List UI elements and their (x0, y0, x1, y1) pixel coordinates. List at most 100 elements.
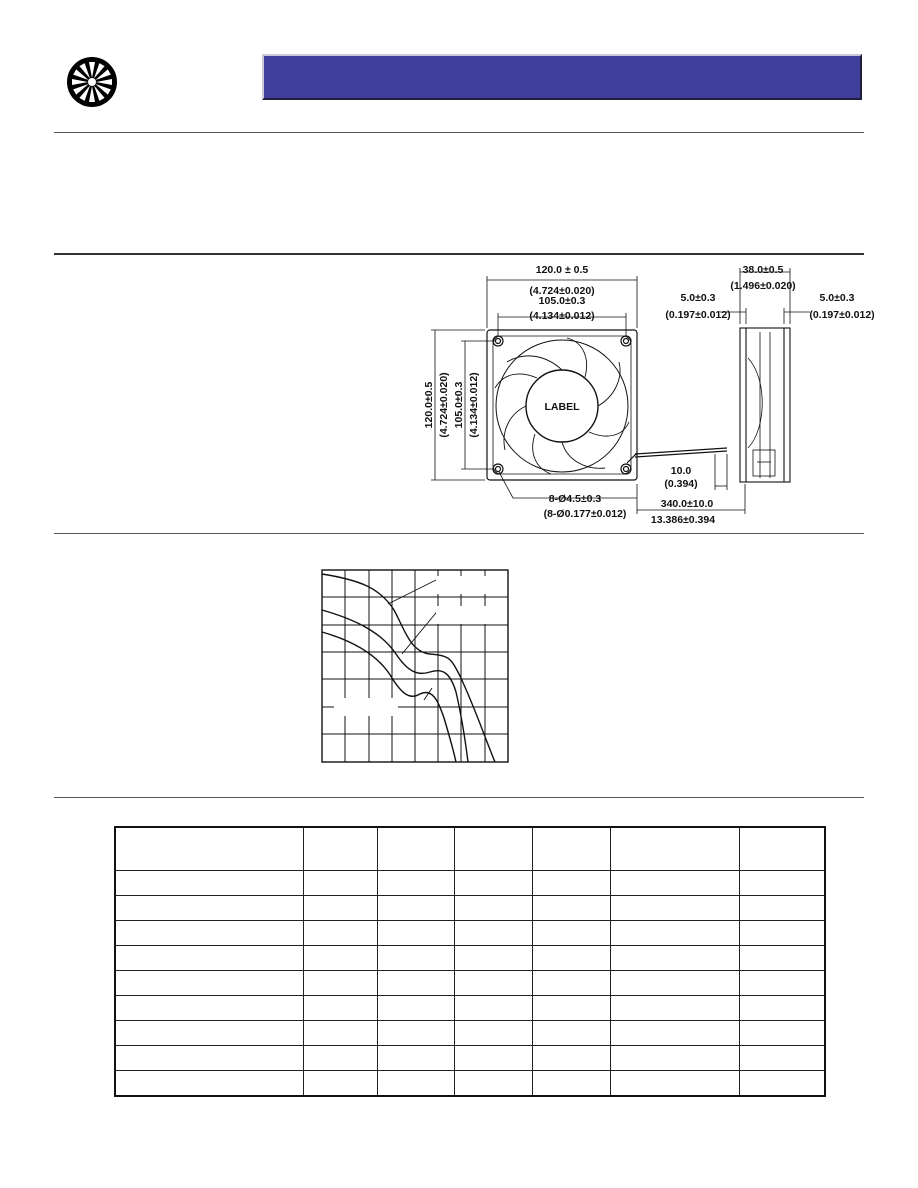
table-cell (610, 995, 740, 1021)
dim-overall-width-in: (4.724±0.020) (529, 285, 594, 297)
title-banner (262, 54, 862, 100)
table-cell (114, 870, 304, 896)
fan-logo-icon (67, 57, 117, 107)
table-row (114, 1070, 826, 1097)
header-cell (453, 826, 534, 871)
table-cell (610, 895, 740, 921)
table-row (114, 1020, 826, 1046)
table-row (114, 870, 826, 896)
table-cell (453, 1045, 534, 1071)
table-cell (610, 970, 740, 996)
dim-lead: 340.0±10.0 (661, 498, 714, 510)
table-row (114, 895, 826, 921)
table-cell (738, 945, 826, 971)
table-cell (453, 1070, 534, 1097)
table-cell (738, 920, 826, 946)
table-cell (302, 970, 378, 996)
table-cell (376, 1020, 455, 1046)
dim-flange-right-in: (0.197±0.012) (809, 309, 874, 321)
header-cell (738, 826, 826, 871)
dim-hole-pitch-v: 105.0±0.3 (453, 382, 465, 429)
table-cell (453, 895, 534, 921)
table-cell (453, 970, 534, 996)
table-cell (453, 1020, 534, 1046)
table-cell (302, 1070, 378, 1097)
dim-lead-in: 13.386±0.394 (651, 514, 715, 526)
table-cell (302, 920, 378, 946)
table-cell (376, 945, 455, 971)
table-cell (610, 1020, 740, 1046)
table-cell (302, 1020, 378, 1046)
table-row (114, 995, 826, 1021)
dimension-drawing: LABEL 120.0 ± 0.5 (4.724±0.020) 105.0±0.… (423, 264, 875, 526)
table-cell (738, 895, 826, 921)
table-cell (302, 945, 378, 971)
table-cell (610, 1045, 740, 1071)
table-cell (532, 945, 612, 971)
table-row (114, 1045, 826, 1071)
header-cell (532, 826, 612, 871)
dim-holes-in: (8-Ø0.177±0.012) (544, 508, 627, 520)
curve-mid (321, 609, 469, 763)
table-cell (532, 895, 612, 921)
table-cell (532, 870, 612, 896)
dim-flange-left: 5.0±0.3 (681, 292, 716, 304)
table-cell (376, 870, 455, 896)
table-cell (114, 920, 304, 946)
table-cell (114, 1020, 304, 1046)
dim-flange-left-in: (0.197±0.012) (665, 309, 730, 321)
header-cell (610, 826, 740, 871)
dim-overall-width: 120.0 ± 0.5 (536, 264, 589, 276)
table-cell (453, 920, 534, 946)
table-cell (376, 995, 455, 1021)
specification-table (114, 826, 826, 1097)
table-cell (376, 1045, 455, 1071)
dim-strip: 10.0 (671, 465, 692, 477)
table-cell (453, 945, 534, 971)
table-cell (532, 1045, 612, 1071)
curve-low (321, 631, 457, 763)
dim-holes: 8-Ø4.5±0.3 (549, 493, 602, 505)
table-cell (302, 1045, 378, 1071)
dim-overall-height-in: (4.724±0.020) (438, 372, 450, 437)
table-cell (610, 945, 740, 971)
table-cell (376, 920, 455, 946)
table-cell (302, 895, 378, 921)
table-cell (302, 995, 378, 1021)
table-row (114, 920, 826, 946)
table-header-row (114, 826, 826, 871)
divider (54, 132, 864, 133)
table-cell (114, 945, 304, 971)
dim-flange-right: 5.0±0.3 (820, 292, 855, 304)
dim-overall-height: 120.0±0.5 (423, 382, 435, 429)
table-cell (453, 870, 534, 896)
table-cell (738, 995, 826, 1021)
table-cell (114, 995, 304, 1021)
divider (54, 797, 864, 798)
table-cell (532, 1070, 612, 1097)
divider (54, 533, 864, 534)
table-cell (610, 1070, 740, 1097)
fan-side-view (739, 327, 791, 483)
curve-high (321, 573, 496, 763)
table-cell (376, 1070, 455, 1097)
dim-depth-in: (1.496±0.020) (730, 280, 795, 292)
performance-chart (321, 569, 509, 763)
table-row (114, 945, 826, 971)
table-cell (532, 1020, 612, 1046)
dim-hole-pitch-in: (4.134±0.012) (529, 310, 594, 322)
label-text: LABEL (545, 401, 581, 413)
table-cell (114, 895, 304, 921)
table-cell (532, 995, 612, 1021)
table-cell (114, 1070, 304, 1097)
divider (54, 253, 864, 255)
table-cell (738, 1045, 826, 1071)
header-cell (302, 826, 378, 871)
table-cell (376, 895, 455, 921)
table-cell (738, 1020, 826, 1046)
dim-hole-pitch-v-in: (4.134±0.012) (468, 372, 480, 437)
header-cell (376, 826, 455, 871)
fan-front-view (486, 329, 728, 481)
table-cell (453, 995, 534, 1021)
table-cell (738, 970, 826, 996)
